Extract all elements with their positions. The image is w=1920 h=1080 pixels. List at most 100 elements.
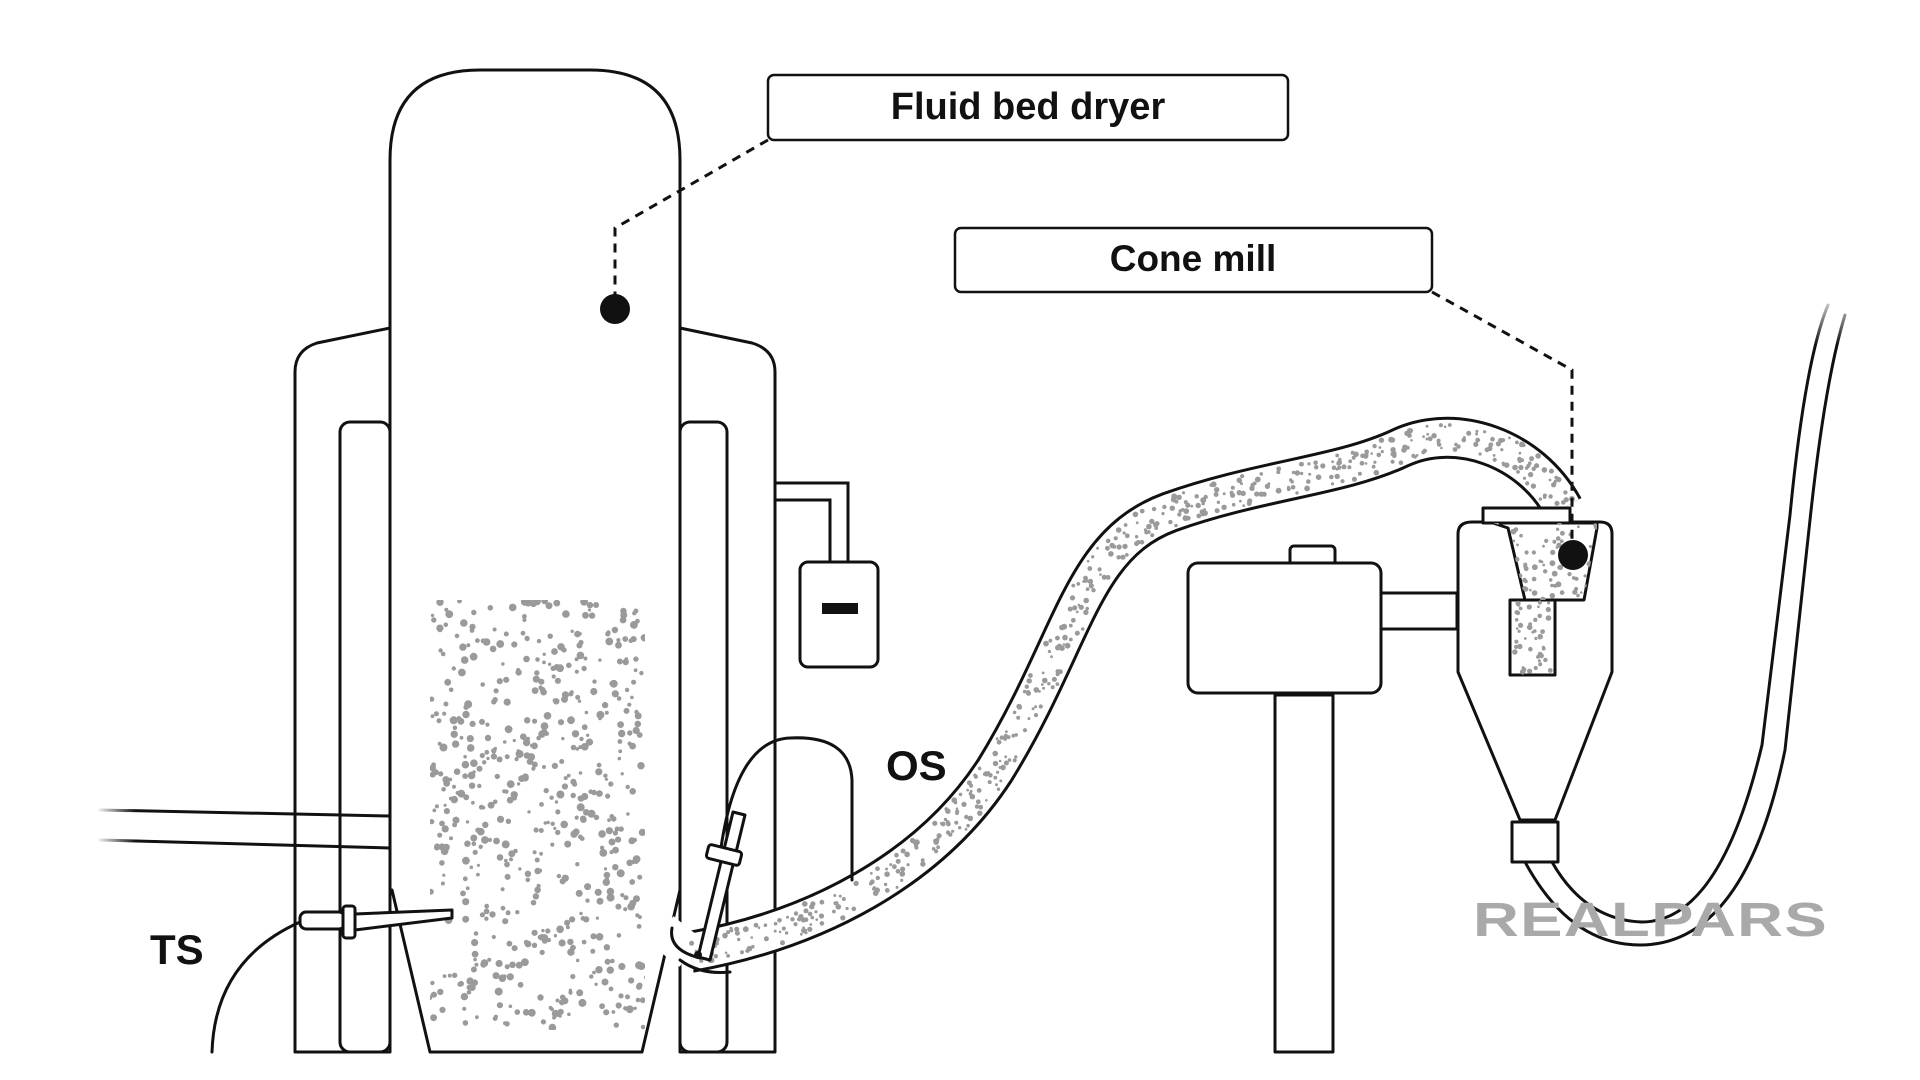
particle	[522, 738, 531, 747]
particle	[551, 762, 559, 770]
particle	[493, 1014, 498, 1019]
particle	[628, 977, 635, 984]
particle	[1341, 464, 1347, 470]
particle	[620, 893, 625, 898]
particle	[617, 756, 622, 761]
particle	[510, 791, 518, 799]
particle	[437, 832, 443, 838]
particle	[1540, 596, 1546, 600]
particle	[1555, 536, 1561, 541]
particle	[627, 702, 632, 707]
particle	[524, 635, 530, 642]
particle	[531, 929, 538, 936]
particle	[502, 918, 509, 925]
particle	[636, 924, 642, 929]
particle	[1115, 527, 1122, 533]
particle	[605, 827, 614, 835]
particle	[577, 699, 582, 703]
particle	[547, 662, 552, 666]
particle	[1527, 471, 1534, 478]
particle	[454, 633, 460, 639]
particle	[596, 897, 604, 905]
particle	[582, 809, 590, 816]
particle	[1547, 668, 1553, 673]
particle	[1022, 689, 1027, 694]
particle	[1149, 518, 1155, 525]
particle	[576, 651, 585, 660]
particle	[1105, 538, 1111, 544]
particle	[441, 844, 449, 853]
particle	[746, 945, 753, 952]
particle	[1101, 574, 1107, 580]
particle	[1132, 511, 1139, 518]
particle	[639, 670, 644, 676]
particle	[586, 733, 590, 737]
particle	[473, 931, 479, 936]
particle	[1512, 539, 1516, 543]
particle	[835, 904, 842, 910]
particle	[1475, 432, 1479, 436]
particle	[1549, 560, 1556, 567]
particle	[763, 936, 769, 942]
particle	[1340, 479, 1345, 484]
particle	[1068, 637, 1073, 642]
particle	[430, 613, 435, 618]
particle	[603, 867, 608, 871]
particle	[475, 1015, 479, 1020]
particle	[1473, 441, 1479, 447]
particle	[553, 934, 558, 938]
particle	[562, 610, 570, 618]
particle	[634, 712, 642, 720]
particle	[452, 822, 458, 828]
particle	[751, 944, 755, 949]
particle	[1123, 523, 1128, 527]
particle	[1523, 562, 1528, 567]
particle	[635, 961, 644, 970]
particle	[592, 679, 597, 684]
particle	[1012, 758, 1017, 763]
particle	[561, 997, 569, 1005]
particle	[1588, 544, 1593, 549]
particle	[506, 973, 514, 981]
particle	[587, 809, 596, 818]
particle	[527, 1008, 536, 1017]
particle	[1330, 482, 1335, 486]
particle	[440, 881, 445, 886]
particle	[1024, 684, 1030, 689]
particle	[605, 793, 611, 799]
particle	[509, 857, 513, 862]
particle	[1210, 481, 1217, 488]
particle	[1055, 635, 1060, 641]
particle	[467, 771, 476, 780]
particle	[613, 1022, 619, 1028]
particle	[1074, 630, 1080, 636]
particle	[524, 600, 533, 607]
particle	[533, 827, 539, 833]
particle	[1512, 649, 1518, 655]
particle	[615, 903, 622, 910]
particle	[1541, 646, 1546, 651]
particle	[1139, 508, 1145, 514]
particle	[1136, 540, 1141, 545]
particle	[999, 735, 1004, 740]
particle	[644, 975, 645, 980]
particle	[618, 962, 626, 971]
particle	[1554, 500, 1560, 506]
particle	[462, 773, 468, 779]
particle	[1536, 655, 1540, 659]
particle	[492, 799, 498, 805]
particle	[623, 707, 630, 714]
particle	[1016, 703, 1022, 710]
particle	[1527, 461, 1532, 466]
particle	[786, 915, 789, 919]
particle	[1392, 453, 1397, 459]
particle	[1516, 470, 1520, 474]
particle	[1401, 447, 1407, 453]
particle	[516, 667, 521, 673]
particle	[1388, 436, 1394, 443]
particle	[601, 978, 609, 986]
particle	[1174, 523, 1178, 528]
particle	[1543, 657, 1548, 663]
particle	[1438, 423, 1443, 428]
particle	[1042, 677, 1048, 684]
